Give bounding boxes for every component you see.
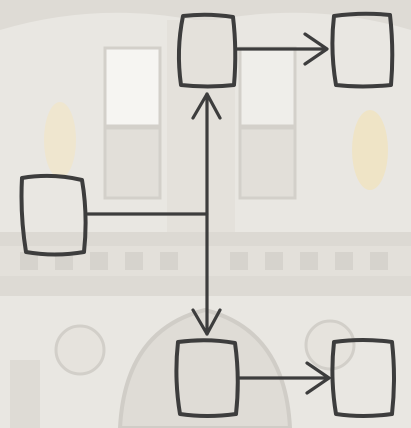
- box-top-right[interactable]: [330, 11, 395, 89]
- frieze-ornaments: [20, 252, 388, 270]
- medallion-right: [304, 319, 356, 371]
- lamp-left: [44, 102, 76, 178]
- edge-top-center-to-top-right: [235, 32, 329, 66]
- left-pillar: [10, 360, 40, 428]
- box-top-center[interactable]: [176, 12, 238, 89]
- arrowhead-down-icon: [191, 308, 222, 336]
- box-bottom-right[interactable]: [330, 338, 396, 418]
- window-left-upper: [103, 46, 162, 128]
- medallion-left: [54, 324, 106, 376]
- box-bottom-center[interactable]: [174, 338, 240, 418]
- window-left-lower: [103, 126, 162, 200]
- window-right-lower: [238, 126, 297, 200]
- doorway-arch: [117, 307, 293, 428]
- arrowhead-up-icon: [191, 92, 222, 120]
- lamp-right: [352, 110, 388, 190]
- edge-vertical-double-arrow: [191, 92, 222, 336]
- edge-bottom-center-to-bottom-right: [237, 361, 331, 395]
- arrowhead-right-icon: [305, 361, 331, 395]
- arrowhead-right-icon: [303, 32, 329, 66]
- box-left[interactable]: [19, 173, 88, 257]
